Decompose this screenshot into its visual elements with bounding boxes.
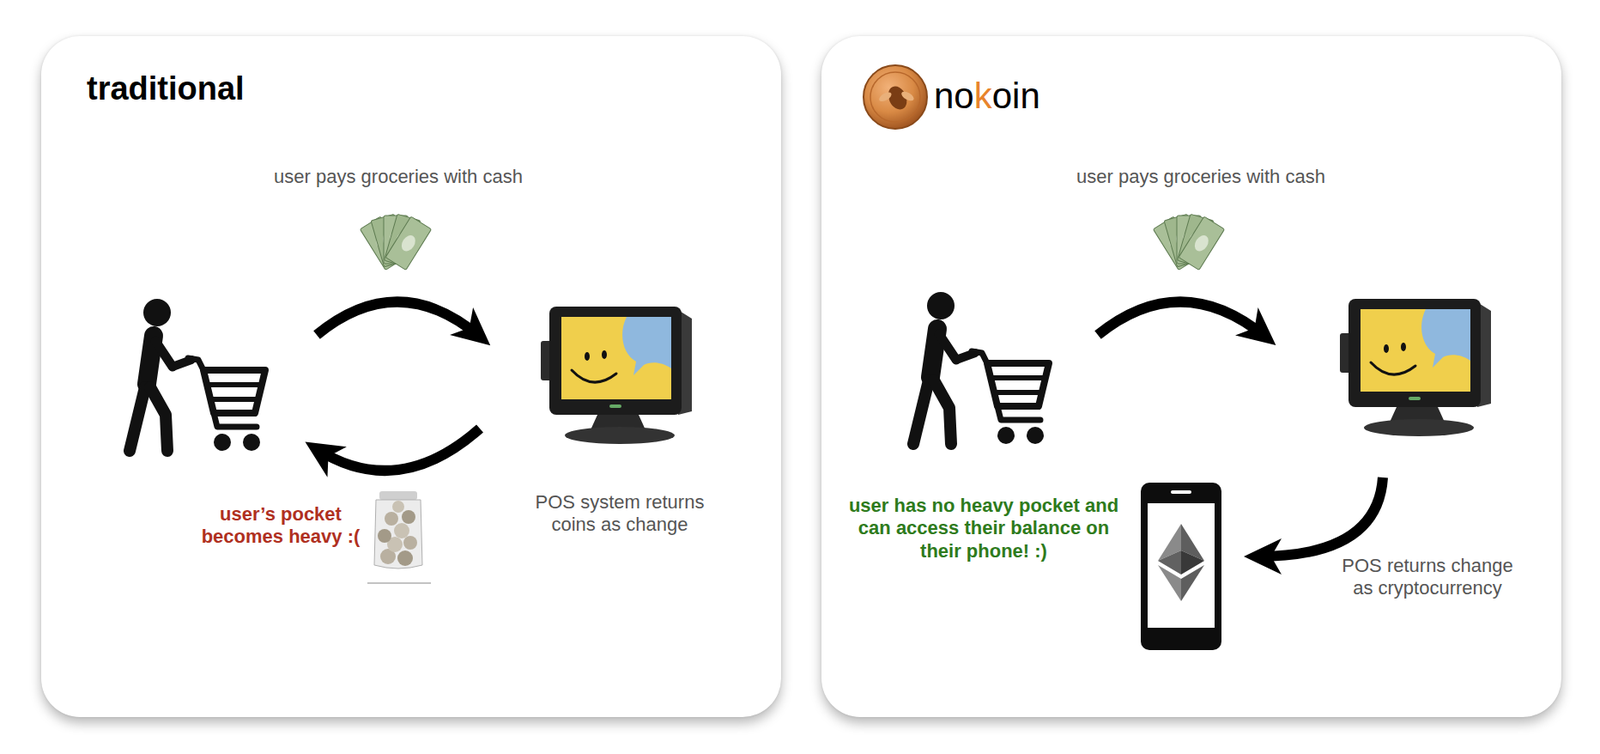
nokoin-logo (877, 90, 893, 104)
caption-note: POS system returns coins as change (527, 490, 713, 537)
change-arrow (1257, 477, 1383, 557)
nokoin-logo (870, 72, 921, 122)
coin-jar (393, 522, 410, 539)
caption-note: user pays groceries with cash (1020, 165, 1382, 188)
cash-bundle (359, 213, 431, 270)
ethereum-logo (1157, 550, 1182, 575)
ethereum-logo (1157, 564, 1182, 601)
caption-note: user has no heavy pocket and can access … (848, 494, 1120, 563)
heading-letter: n (1019, 75, 1040, 116)
panel: nokoin (821, 36, 1562, 717)
nokoin-logo (863, 65, 928, 129)
shopper-icon (129, 298, 266, 451)
phone-icon (1147, 503, 1215, 628)
heading-letter: n (933, 75, 954, 116)
caption-note: POS returns change as cryptocurrency (1335, 554, 1520, 600)
nokoin-logo (899, 90, 916, 104)
coin-jar (377, 528, 392, 543)
pos-terminal (1339, 298, 1491, 437)
caption-note: user’s pocket becomes heavy :( (194, 503, 367, 549)
coin-jar (397, 550, 413, 566)
pos-terminal (540, 306, 692, 444)
panel-heading: traditional (86, 70, 245, 109)
pay-arrow (316, 301, 480, 337)
phone-icon (1140, 482, 1222, 650)
coin-jar (403, 535, 418, 550)
heading-letter: k (974, 75, 993, 116)
ethereum-logo (1181, 550, 1205, 575)
ethereum-logo (1157, 523, 1205, 601)
coin-jar (374, 499, 423, 569)
heading-letter: o (992, 75, 1013, 116)
pay-arrow (1097, 301, 1266, 337)
cash-bundle (1152, 213, 1225, 270)
shopper-icon (913, 291, 1049, 444)
panel: traditional (41, 36, 782, 717)
panel-heading: nokoin (933, 75, 1041, 117)
ethereum-logo (1181, 564, 1205, 601)
coin-jar (379, 490, 418, 500)
heading-letter: i (1012, 75, 1020, 116)
coin-jar (401, 509, 416, 524)
phone-icon (1140, 482, 1222, 650)
coin-jar (384, 511, 399, 526)
coin-jar (374, 490, 423, 569)
caption-note: user pays groceries with cash (218, 165, 579, 188)
change-arrow (316, 428, 480, 471)
baseline-rule (367, 581, 431, 583)
coin-jar (392, 500, 405, 513)
nokoin-logo (863, 65, 928, 129)
heading-letter: o (953, 75, 974, 116)
phone-icon (1170, 490, 1192, 494)
